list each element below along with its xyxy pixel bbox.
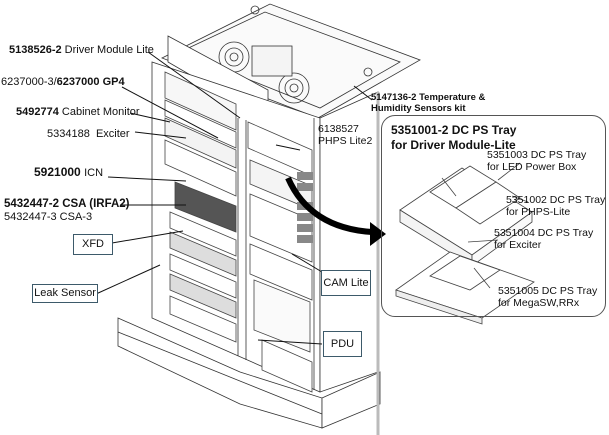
inset-item-line2: for PHPS-Lite [506,206,571,218]
part-name: CSA (IRFA2) [62,198,130,210]
part-number: 5921000 [34,165,81,179]
inset-item-phps-lite: 5351002 DC PS Tray for PHPS-Lite [506,194,605,218]
callout-exciter: 5334188 Exciter [47,128,130,141]
part-number: 6237000 [56,76,100,88]
inset-item-megasw-rrx: 5351005 DC PS Tray for MegaSW,RRx [498,285,597,309]
inset-item-line2: for Exciter [494,239,542,251]
inset-item-led-power-box: 5351003 DC PS Tray for LED Power Box [487,149,586,173]
part-name: Cabinet Monitor [61,106,140,118]
part-name: GP4 [102,76,125,88]
inset-item-line1: 5351003 DC PS Tray [487,149,587,161]
callout-arrow-head [370,222,386,246]
callout-driver-module: 5138526-2 Driver Module Lite [9,44,154,57]
inset-item-line2: for LED Power Box [487,161,577,173]
part-name: ICN [84,167,104,179]
inset-item-line1: 5351005 DC PS Tray [498,285,598,297]
inset-trays [395,162,535,325]
inset-item-exciter: 5351004 DC PS Tray for Exciter [494,227,593,251]
callout-temp-humidity: 5147136-2 Temperature & Humidity Sensors… [371,92,485,114]
label-box-xfd: XFD [73,234,113,255]
callout-csa: 5432447-2 CSA (IRFA2) [4,198,130,211]
part-number: 6138527 [318,123,359,135]
label-box-pdu: PDU [323,331,362,357]
inset-title-line2: for Driver Module-Lite [391,138,516,152]
part-name: Driver Module Lite [64,44,154,56]
part-number: 5334188 [47,128,90,140]
inset-title-line1: 5351001-2 DC PS Tray [391,123,517,137]
part-number: 5492774 [16,106,59,118]
inset-item-line1: 5351004 DC PS Tray [494,227,594,239]
label-box-leak-sensor: Leak Sensor [32,284,98,303]
callout-gp4: 6237000-3/6237000 GP4 [1,76,125,89]
temp-humidity-line2: Humidity Sensors kit [371,103,466,114]
temp-humidity-line1: 5147136-2 Temperature & [371,92,486,103]
leader-lines [95,51,373,345]
label-box-cam-lite: CAM Lite [321,270,371,296]
cabinet-outline [117,3,421,435]
inset-item-line2: for MegaSW,RRx [498,297,580,309]
dc-ps-tray-inset [381,115,606,317]
callout-arrow-line [285,176,373,235]
inset-item-line1: 5351002 DC PS Tray [506,194,606,206]
part-name: PHPS Lite2 [318,135,373,147]
part-number: 5432447-2 [4,198,59,210]
part-name: Exciter [95,128,130,140]
part-number: 5138526-2 [9,44,62,56]
callout-icn: 5921000 ICN [34,166,103,180]
callout-cabinet-monitor: 5492774 Cabinet Monitor [16,106,140,119]
callout-phps: 6138527 PHPS Lite2 [318,123,372,147]
callout-csa-alt: 5432447-3 CSA-3 [4,211,93,223]
part-prefix: 6237000-3/ [1,76,57,88]
